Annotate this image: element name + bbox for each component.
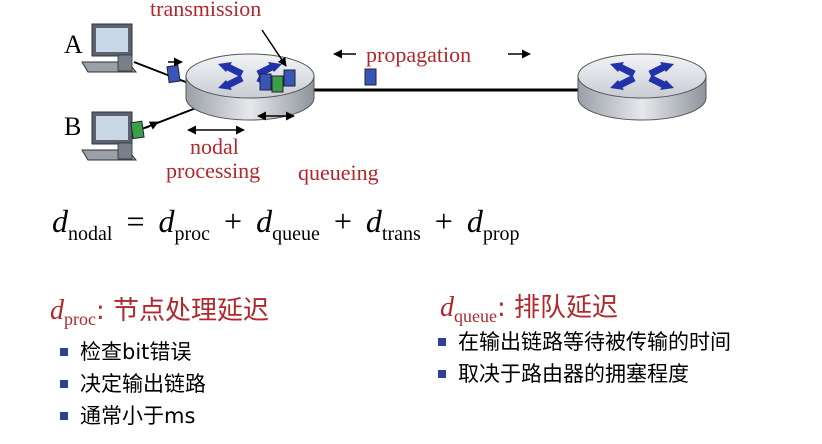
propagation-label: propagation <box>366 42 472 67</box>
processing-label: processing <box>166 158 261 183</box>
queue-heading: dqueue: 排队延迟 <box>440 292 619 326</box>
nodal-label: nodal <box>190 134 239 159</box>
nodal-delay-formula: dnodal = dproc + dqueue + dtrans + dprop <box>52 203 520 245</box>
proc-list: 检查bit错误 决定输出链路 通常小于ms <box>60 336 206 432</box>
queue-list: 在输出链路等待被传输的时间 取决于路由器的拥塞程度 <box>438 326 731 390</box>
queued-packet-1 <box>259 73 272 91</box>
transmitting-packet <box>283 69 296 87</box>
proc-heading: dproc: 节点处理延迟 <box>50 295 270 329</box>
transmission-label: transmission <box>150 0 262 21</box>
packet-b <box>130 120 145 140</box>
computer-a-icon <box>81 23 138 73</box>
host-b-label: B <box>64 112 82 141</box>
queued-packet-2 <box>271 75 284 93</box>
bullet-icon <box>60 380 68 388</box>
bullet-icon <box>60 412 68 420</box>
arrow-b-icon <box>145 121 159 130</box>
transmission-pointer <box>261 29 287 67</box>
bullet-icon <box>438 370 446 378</box>
propagating-packet <box>364 68 377 86</box>
queueing-label: queueing <box>298 160 379 185</box>
list-item: 通常小于ms <box>60 400 206 432</box>
list-item: 取决于路由器的拥塞程度 <box>438 358 731 390</box>
list-item: 在输出链路等待被传输的时间 <box>438 326 731 358</box>
link-b <box>133 107 197 133</box>
host-a-label: A <box>64 30 83 59</box>
router-2-icon <box>577 53 707 121</box>
list-item: 检查bit错误 <box>60 336 206 368</box>
bullet-icon <box>60 348 68 356</box>
bullet-icon <box>438 338 446 346</box>
network-delay-diagram <box>81 23 707 161</box>
list-item: 决定输出链路 <box>60 368 206 400</box>
packet-a <box>166 64 181 84</box>
computer-b-icon <box>81 111 138 161</box>
router-1-icon <box>185 53 315 121</box>
